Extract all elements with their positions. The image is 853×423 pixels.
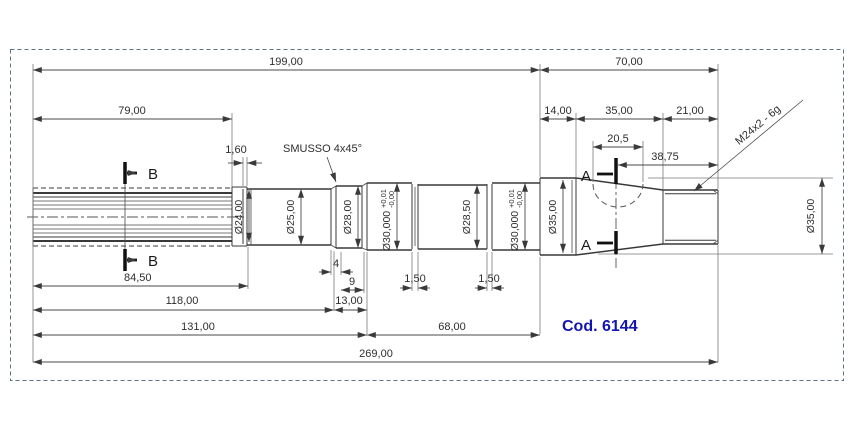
d35-section [539, 177, 577, 256]
bottom-dimensions: 84,50 118,00 13,00 9 4 131,00 68,00 269,… [33, 258, 718, 365]
dim-14: 14,00 [544, 105, 572, 117]
dim-1-60: 1,60 [225, 144, 246, 156]
dim-118: 118,00 [166, 295, 199, 307]
d30-second-section [492, 182, 540, 251]
dia-25: Ø25,00 [285, 200, 297, 235]
dia-35-end: Ø35,00 [805, 199, 817, 234]
spline-section [27, 187, 244, 247]
drawing-frame [10, 49, 844, 381]
groove-first [411, 184, 419, 249]
dim-199: 199,00 [269, 56, 303, 68]
chamfer-note: SMUSSO 4x45° [283, 143, 362, 183]
dia-28: Ø28,00 [342, 200, 354, 235]
dim-38-75: 38,75 [651, 151, 679, 163]
dia-30-second-tol-minus: -0,00 [515, 191, 524, 208]
dim-4: 4 [333, 258, 339, 270]
ball-groove-arc [592, 183, 644, 208]
taper-section [575, 177, 664, 256]
groove-second [486, 184, 493, 249]
dim-13: 13,00 [335, 295, 363, 307]
dim-84-50: 84,50 [124, 272, 152, 284]
dia-28-50: Ø28,50 [461, 200, 473, 235]
top-dimensions: 199,00 70,00 79,00 14,00 35,00 21,00 20,… [33, 56, 718, 168]
section-b-marker: B B [123, 162, 158, 271]
dim-70: 70,00 [615, 56, 643, 68]
dia-30-first-group: Ø30,000 +0,01 -0,00 [379, 189, 396, 251]
section-a-top-label: A [581, 168, 591, 185]
dia-30-second-group: Ø30,000 +0,01 -0,00 [507, 189, 524, 251]
dim-1-50-second: 1,50 [478, 273, 499, 285]
dim-35: 35,00 [605, 105, 633, 117]
section-b-bottom-label: B [148, 253, 158, 270]
dim-1-50-first: 1,50 [404, 273, 425, 285]
part-code-text: Cod. 6144 [562, 318, 638, 335]
dia-24: Ø24,00 [233, 200, 245, 235]
thread-callout: M24x2 - 6g [693, 99, 804, 192]
d30-first-section [366, 182, 412, 251]
dia-30-second: Ø30,000 [509, 211, 521, 251]
section-b-top-label: B [148, 166, 158, 183]
dim-79: 79,00 [118, 105, 146, 117]
section-a-marker: A A [581, 158, 618, 268]
dim-9: 9 [349, 276, 355, 288]
diameter-labels: Ø24,00 Ø25,00 Ø28,00 Ø30,000 +0,01 -0,00… [233, 178, 825, 254]
section-a-bottom-label: A [581, 237, 591, 254]
threaded-end-section [663, 189, 719, 245]
dia-30-first-tol-minus: -0,00 [387, 191, 396, 208]
dia-30-second-tol-plus: +0,01 [507, 189, 516, 208]
dia-35: Ø35,00 [547, 200, 559, 235]
dim-269: 269,00 [359, 348, 393, 360]
dia-30-first: Ø30,000 [381, 211, 393, 251]
chamfer-note-text: SMUSSO 4x45° [283, 143, 362, 155]
dim-131: 131,00 [181, 321, 215, 333]
extension-lines [32, 64, 833, 362]
dim-20-5: 20,5 [607, 133, 628, 145]
dia-30-first-tol-plus: +0,01 [379, 189, 388, 208]
thread-spec-text: M24x2 - 6g [733, 103, 783, 148]
dim-21: 21,00 [676, 105, 704, 117]
dim-68: 68,00 [438, 321, 466, 333]
